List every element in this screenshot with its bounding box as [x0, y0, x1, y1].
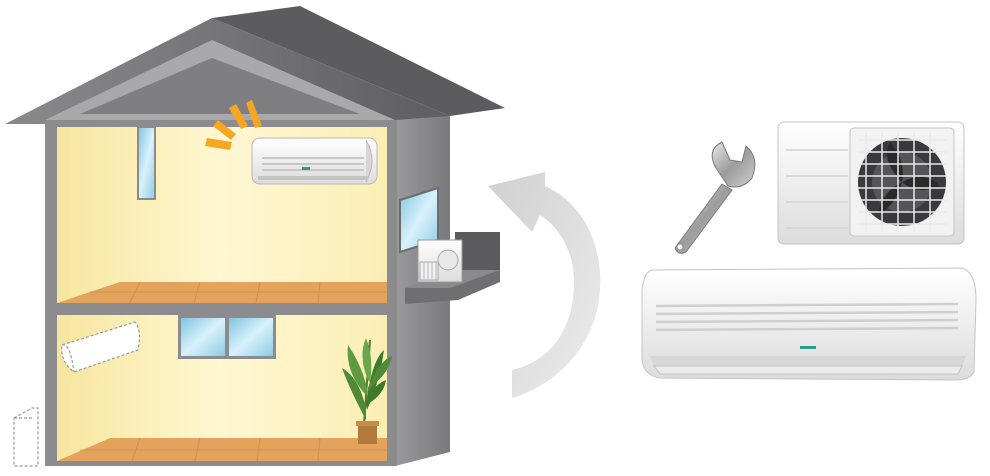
outdoor-ac-unit — [777, 121, 965, 245]
upper-window — [137, 126, 156, 200]
old-outdoor-outline — [13, 407, 39, 467]
indoor-ac-unit — [641, 267, 977, 381]
lower-window — [178, 315, 276, 359]
old-unit-outline — [61, 321, 141, 373]
alert-burst-icon — [205, 100, 262, 150]
mounted-outdoor-unit — [405, 232, 500, 304]
roof-back — [212, 6, 505, 116]
floor-slab — [45, 303, 397, 315]
house-indoor-unit — [251, 137, 378, 185]
curved-arrow-icon — [488, 172, 601, 398]
roof-attic — [80, 58, 360, 114]
potted-plant-icon — [342, 338, 392, 444]
house-cutaway-illustration — [5, 6, 505, 467]
wrench-icon — [674, 141, 756, 254]
